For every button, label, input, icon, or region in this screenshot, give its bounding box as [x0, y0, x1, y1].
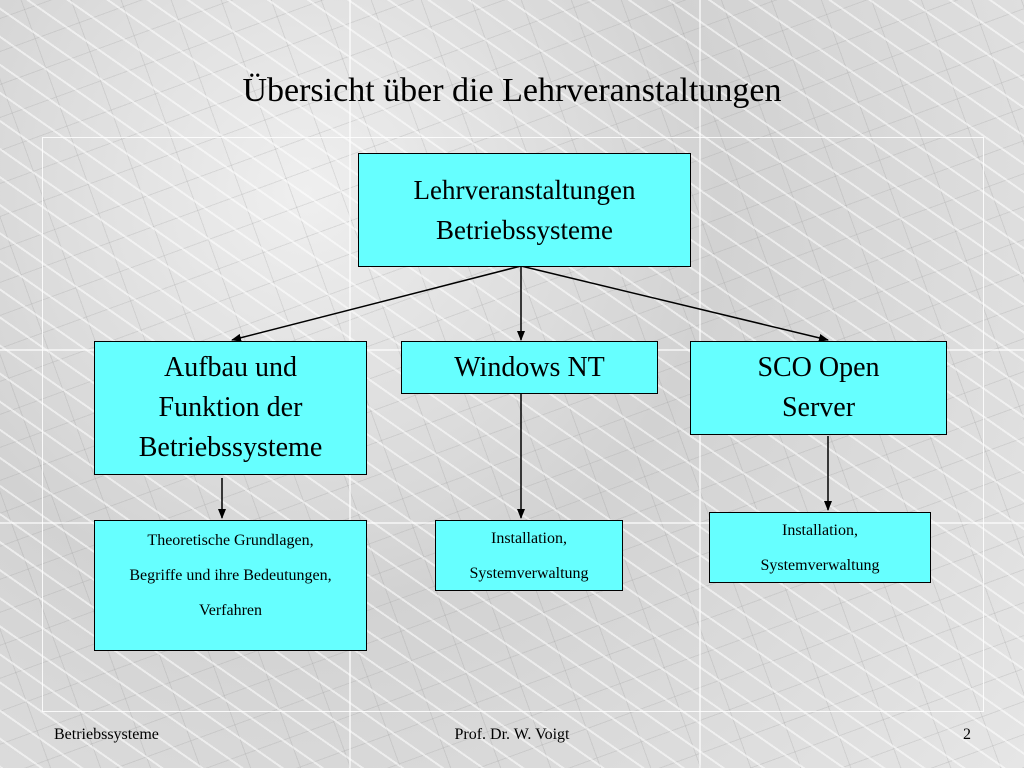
node-installation-windows: Installation, Systemverwaltung — [435, 520, 623, 591]
node-aufbau-line-3: Betriebssysteme — [138, 432, 323, 463]
node-sco-line-2: Server — [781, 392, 856, 423]
node-theoretische-grundlagen: Theoretische Grundlagen, Begriffe und ih… — [94, 520, 367, 651]
node-windows-line-1: Windows NT — [454, 351, 605, 383]
node-theorie-line-2: Begriffe und ihre Bedeutungen, — [129, 567, 332, 584]
node-aufbau-line-1: Aufbau und — [164, 352, 297, 383]
node-aufbau-und-funktion: Aufbau und Funktion der Betriebssysteme — [94, 341, 367, 475]
node-install-win-line-1: Installation, — [491, 529, 567, 547]
node-install-win-line-2: Systemverwaltung — [469, 564, 589, 582]
node-theorie-line-3: Verfahren — [198, 602, 263, 619]
node-install-sco-line-2: Systemverwaltung — [760, 556, 880, 574]
page-number: 2 — [963, 726, 971, 743]
node-sco-open-server: SCO Open Server — [690, 341, 947, 435]
footer-left: Betriebssysteme — [54, 726, 159, 743]
slide-title: Übersicht über die Lehrveranstaltungen — [242, 72, 782, 109]
node-lehrveranstaltungen: Lehrveranstaltungen Betriebssysteme — [358, 153, 691, 267]
node-sco-line-1: SCO Open — [757, 352, 880, 383]
node-root-line-2: Betriebssysteme — [436, 215, 613, 245]
node-aufbau-line-2: Funktion der — [158, 392, 303, 423]
node-install-sco-line-1: Installation, — [782, 521, 858, 539]
node-theorie-line-1: Theoretische Grundlagen, — [147, 532, 314, 549]
arrow-root-to-aufbau — [231, 265, 522, 342]
footer-center: Prof. Dr. W. Voigt — [454, 726, 570, 743]
node-installation-sco: Installation, Systemverwaltung — [709, 512, 931, 583]
diagram-frame — [42, 137, 984, 712]
node-root-line-1: Lehrveranstaltungen — [413, 175, 636, 205]
arrow-root-to-sco — [520, 265, 829, 342]
node-windows-nt: Windows NT — [401, 341, 658, 394]
